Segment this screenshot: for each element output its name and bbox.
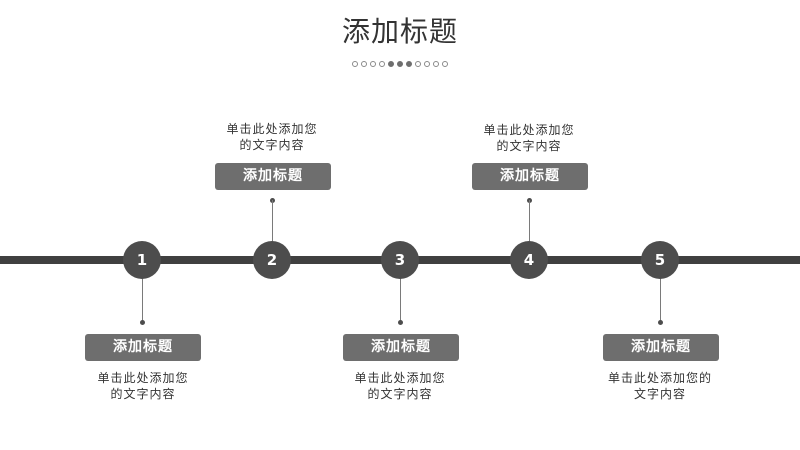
step-2-heading: 添加标题 [215,163,331,190]
step-4-text-line-2: 的文字内容 [496,139,562,153]
step-5-heading: 添加标题 [603,334,719,361]
step-2-text-line-1: 单击此处添加您 [226,122,318,136]
step-3-text-line-1: 单击此处添加您 [354,371,446,385]
title-divider-dots [0,61,800,67]
divider-dot [370,61,376,67]
step-1-node: 1 [123,241,161,279]
step-3-text-line-2: 的文字内容 [367,387,433,401]
divider-dot [442,61,448,67]
step-2-description: 单击此处添加您 的文字内容 [197,121,347,153]
divider-dot [379,61,385,67]
step-4-description: 单击此处添加您 的文字内容 [454,122,604,154]
divider-dot [433,61,439,67]
step-1-text-line-1: 单击此处添加您 [97,371,189,385]
step-5-pin [658,320,663,325]
step-5-text-line-2: 文字内容 [633,387,686,401]
step-3-pin [398,320,403,325]
step-5-text-line-1: 单击此处添加您的 [607,371,712,385]
step-2-connector [272,200,273,242]
divider-dot [415,61,421,67]
step-4-heading: 添加标题 [472,163,588,190]
step-4-text-line-1: 单击此处添加您 [483,123,575,137]
step-3-description: 单击此处添加您 的文字内容 [325,370,475,402]
divider-dot [424,61,430,67]
step-5-description: 单击此处添加您的 文字内容 [585,370,735,402]
step-3-heading: 添加标题 [343,334,459,361]
step-4-connector [529,200,530,242]
step-2-text-line-2: 的文字内容 [239,138,305,152]
divider-dot [397,61,403,67]
step-2-node: 2 [253,241,291,279]
divider-dot [361,61,367,67]
divider-dot [406,61,412,67]
step-1-pin [140,320,145,325]
step-1-connector [142,278,143,322]
step-3-connector [400,278,401,322]
divider-dot [352,61,358,67]
step-1-description: 单击此处添加您 的文字内容 [68,370,218,402]
step-5-node: 5 [641,241,679,279]
step-1-text-line-2: 的文字内容 [110,387,176,401]
page-title: 添加标题 [341,15,458,48]
divider-dot [388,61,394,67]
step-3-node: 3 [381,241,419,279]
step-5-connector [660,278,661,322]
step-1-heading: 添加标题 [85,334,201,361]
step-4-node: 4 [510,241,548,279]
